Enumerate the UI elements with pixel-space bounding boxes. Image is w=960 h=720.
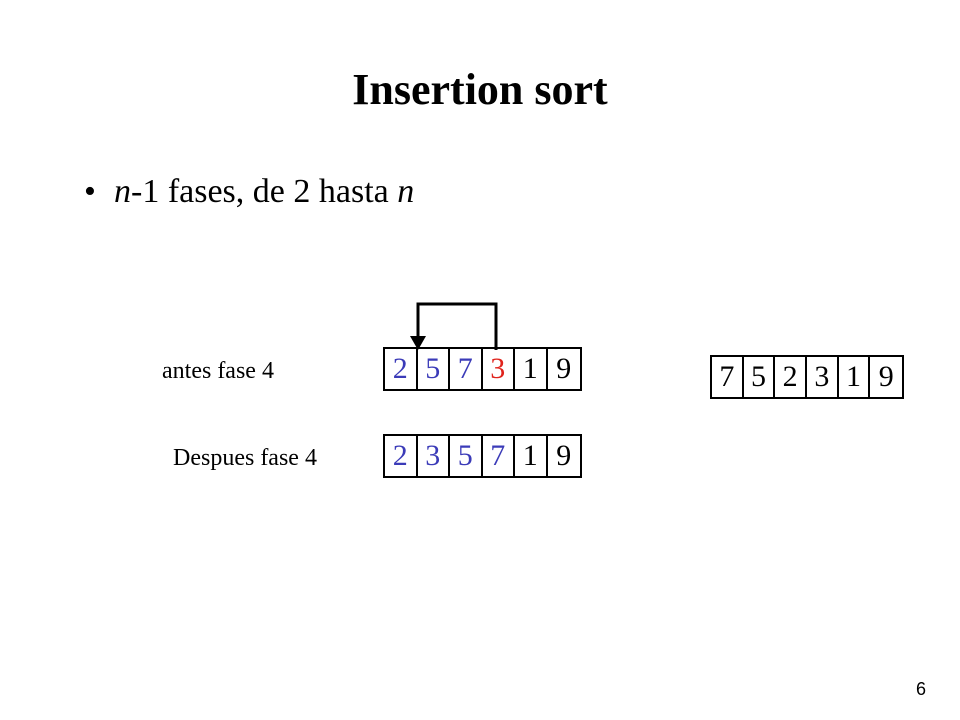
array-cell-highlighted: 3 [483,349,515,389]
insertion-arrow-head [410,336,426,350]
after-phase-label: Despues fase 4 [173,445,317,471]
array-cell: 3 [418,436,450,476]
array-cell: 9 [556,439,572,472]
example-array: 7 5 2 3 1 9 [710,355,904,399]
array-cell: 7 [450,349,483,389]
bullet-var-n: n [114,173,131,210]
array-cell: 1 [839,357,871,397]
array-cell: 5 [744,357,776,397]
array-cell: 7 [712,357,744,397]
insertion-arrow [410,302,498,350]
array-cell: 7 [483,436,515,476]
bullet-var-n-end: n [397,173,415,210]
array-cell: 1 [515,436,548,476]
array-cell: 1 [515,349,548,389]
array-cell: 2 [385,436,418,476]
bullet-text: -1 fases, de 2 hasta [131,173,398,210]
insertion-arrow-path [416,302,498,350]
bullet-dot: • [84,173,96,210]
before-phase-array: 2 5 7 3 1 9 [383,347,582,391]
after-phase-array: 2 3 5 7 1 9 [383,434,582,478]
page-number: 6 [915,679,926,699]
array-cell: 3 [807,357,839,397]
before-phase-label: antes fase 4 [162,358,274,384]
array-cell: 9 [556,352,572,385]
array-cell: 2 [385,349,418,389]
array-cell: 5 [450,436,483,476]
array-cell: 5 [418,349,450,389]
slide-title: Insertion sort [352,65,608,114]
array-cell: 2 [775,357,808,397]
bullet-point: • n-1 fases, de 2 hasta n [84,168,414,216]
array-cell: 9 [878,360,894,393]
